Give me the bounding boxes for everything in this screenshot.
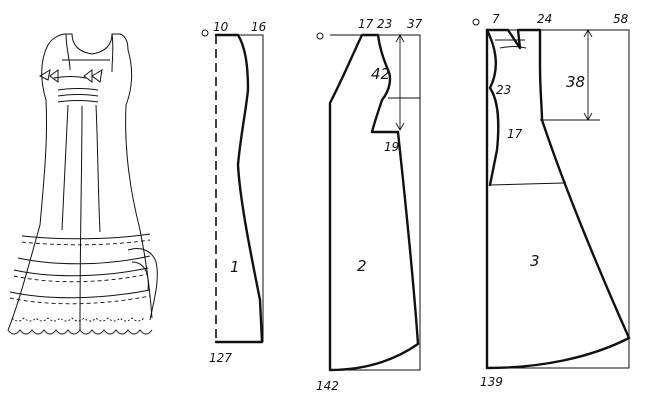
label-7: 7 xyxy=(492,12,500,26)
label-17: 17 xyxy=(358,17,374,31)
piece-number-3: 3 xyxy=(530,252,540,270)
label-37: 37 xyxy=(407,17,423,31)
label-24: 24 xyxy=(537,12,552,26)
piece-number-2: 2 xyxy=(357,257,367,275)
dress-illustration xyxy=(7,33,158,335)
pattern-piece-2: 17 23 37 42 19 2 142 xyxy=(316,17,423,393)
pattern-piece-1: 10 16 1 127 xyxy=(201,20,267,365)
label-139: 139 xyxy=(480,375,503,389)
label-23: 23 xyxy=(377,17,392,31)
origin-marker xyxy=(316,32,324,40)
dim-38: 38 xyxy=(566,73,585,91)
pattern-piece-3: 7 24 58 38 23 17 3 139 xyxy=(472,12,631,389)
label-17: 17 xyxy=(507,127,523,141)
label-19: 19 xyxy=(384,140,399,154)
origin-marker xyxy=(472,18,480,26)
label-16: 16 xyxy=(251,20,267,34)
dim-42: 42 xyxy=(371,65,390,83)
label-58: 58 xyxy=(613,12,629,26)
origin-marker xyxy=(201,29,209,37)
label-142: 142 xyxy=(316,379,339,393)
label-10: 10 xyxy=(213,20,229,34)
label-127: 127 xyxy=(209,351,232,365)
piece-number-1: 1 xyxy=(230,258,240,276)
label-23: 23 xyxy=(496,83,511,97)
